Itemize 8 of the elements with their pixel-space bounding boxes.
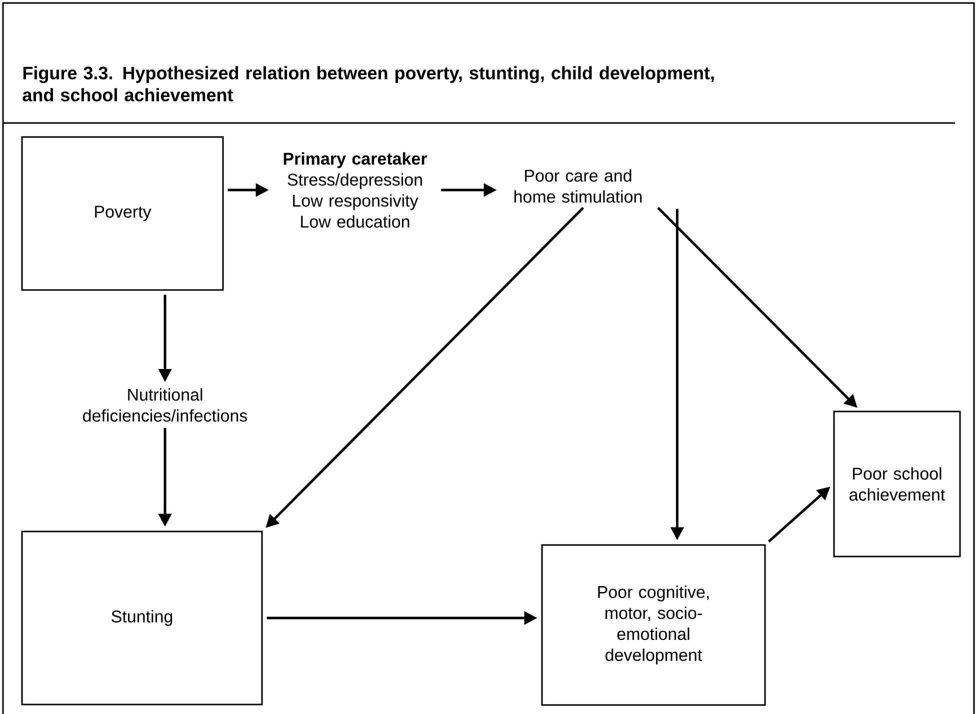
process-box: Poor school achievement (833, 410, 961, 558)
process-box: Stunting (21, 530, 263, 706)
node-text: Nutritional deficiencies/infections (83, 388, 248, 422)
process-box: Poverty (21, 136, 224, 291)
node-text: Poor care and home stimulation (514, 169, 642, 203)
process-box: Poor cognitive, motor, socio-emotional development (541, 544, 766, 706)
figure-title: Figure 3.3. Hypothesized relation between poverty, stunting, child development, and school achievement (22, 66, 714, 102)
node-text: Primary caretaker Stress/depression Low responsivity Low education (284, 152, 427, 228)
